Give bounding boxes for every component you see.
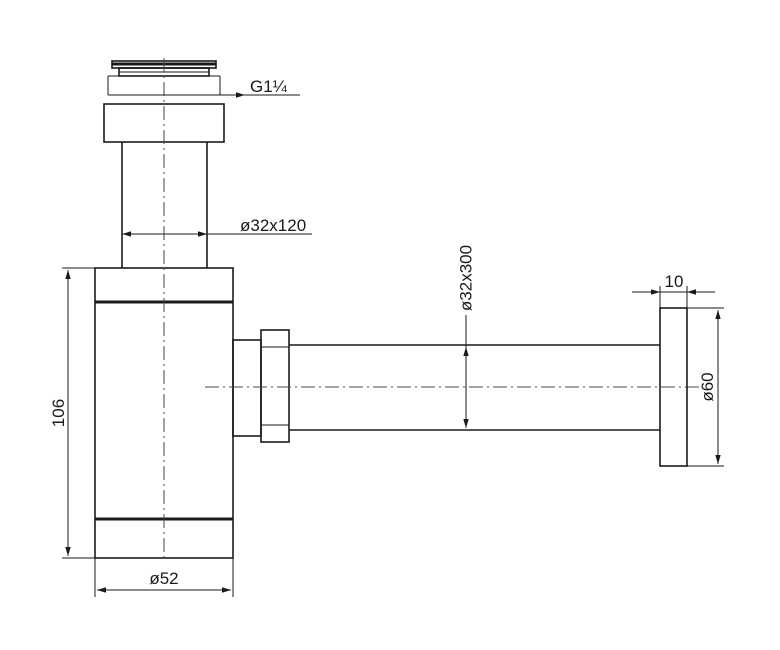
inlet-pipe — [121, 142, 208, 268]
body-diameter-label: ø52 — [149, 569, 178, 588]
body-height-label: 106 — [49, 399, 68, 427]
inlet-dimension: ø32x120 — [122, 216, 312, 237]
inlet-pipe-label: ø32x120 — [240, 216, 306, 235]
outlet-pipe-label: ø32x300 — [457, 245, 476, 311]
flange-thickness-label: 10 — [665, 272, 684, 291]
outlet-pipe — [289, 344, 660, 431]
wall-flange — [659, 307, 688, 467]
body-diameter-dimension: ø52 — [94, 558, 234, 597]
body-height-dimension: 106 — [49, 267, 95, 559]
flange-thickness-dimension: 10 — [632, 272, 715, 308]
outlet-dimension: ø32x300 — [457, 245, 476, 428]
outlet-connector — [232, 329, 290, 443]
thread-dimension: G1¼ — [107, 75, 300, 98]
flange-diameter-label: ø60 — [698, 372, 717, 401]
flange-diameter-dimension: ø60 — [687, 307, 724, 467]
thread-label: G1¼ — [250, 77, 288, 96]
